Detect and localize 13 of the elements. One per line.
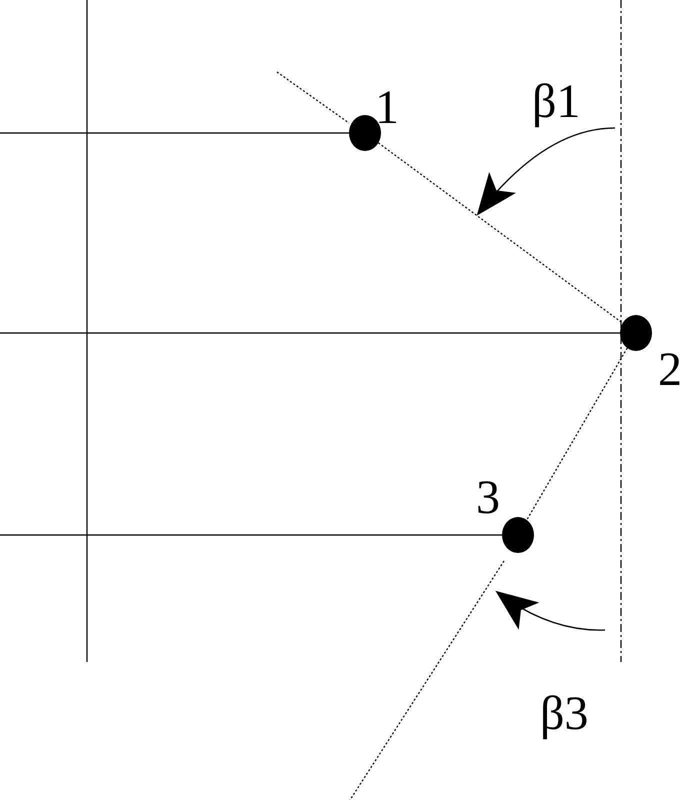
dotted-line xyxy=(378,142,623,324)
point-dot xyxy=(502,517,534,553)
horizontal-line xyxy=(0,332,620,334)
point-dot xyxy=(620,315,652,351)
angle-label: β1 xyxy=(532,78,580,126)
point-number: 2 xyxy=(658,346,682,394)
horizontal-line xyxy=(0,534,502,536)
point-number: 3 xyxy=(476,474,500,522)
dotted-line xyxy=(526,348,628,520)
horizontal-line xyxy=(0,132,349,134)
point-dot xyxy=(349,115,381,151)
angle-label: β3 xyxy=(540,690,588,738)
point-number: 1 xyxy=(375,84,399,132)
